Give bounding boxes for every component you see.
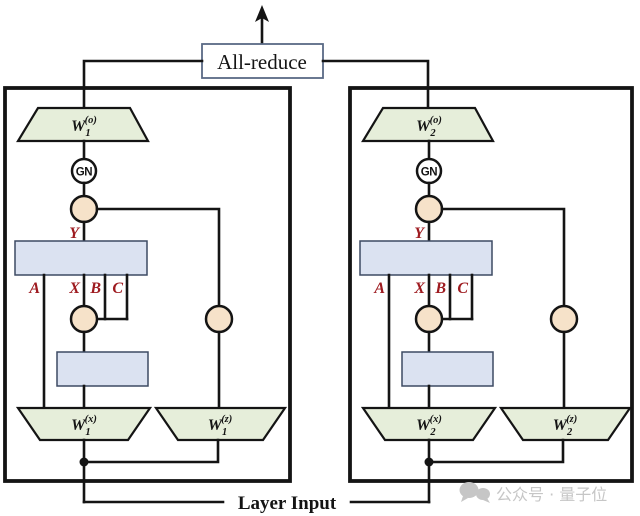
gpu1-op-circle-mid [69,304,99,334]
watermark-text: 公众号 · 量子位 [496,485,607,504]
gpu1-a-label: A [28,280,40,297]
layer-input-label: Layer Input [238,493,337,514]
gpu1-w-z-trapezoid [153,406,288,442]
gpu2-w-x-label: W2(x) [416,414,442,438]
gpu2-border [348,86,634,483]
gpu2-c-label: C [457,280,468,297]
gpu2-w-out-label: W2(o) [416,115,442,139]
gpu1-w-out-label: W1(o) [71,115,97,139]
gpu1-gn-label: GN [76,167,93,179]
gpu2-y-label: Y [414,225,425,242]
gpu1-input-split-line [82,438,220,464]
gpu1-y-label: Y [69,225,80,242]
gpu2-op-circle-mid [414,304,444,334]
gpu1-small-block [56,351,149,387]
up-arrow-icon [255,5,269,22]
gpu2-b-label: B [434,280,446,297]
watermark: 公众号 · 量子位 [459,482,607,504]
gpu1-w-x-label: W1(x) [71,414,97,438]
gpu2-w-out-trapezoid [361,106,495,143]
allreduce-link-gpu1 [82,59,204,109]
gpu1-border [3,86,292,483]
gpu2-w-x-trapezoid [360,406,498,442]
gpu2-gn-label: GN [421,167,438,179]
gpu2-input-split-line [427,438,565,464]
all-reduce-label: All-reduce [217,50,307,74]
gpu2-x-label: X [413,280,425,297]
gpu1-activation-block [14,240,148,276]
gpu2-z-branch-line [440,207,566,308]
gpu1-w-z-label: W1(z) [208,414,233,438]
gpu1-w-out-trapezoid [16,106,150,143]
gpu1-block: W1(o) GN Y A X B C W1(x) W1(z) [3,86,292,504]
gpu1-op-circle-top [69,194,99,224]
gpu2-op-circle-top [414,194,444,224]
gpu1-c-label: C [112,280,123,297]
gpu1-op-circle-z [204,304,234,334]
gpu2-a-label: A [373,280,385,297]
layer-input-section: Layer Input [82,493,431,514]
wechat-icon [459,482,490,503]
gpu2-small-block [401,351,494,387]
allreduce-link-gpu2 [321,59,430,109]
all-reduce-section: All-reduce [82,5,430,109]
gpu2-activation-block [359,240,493,276]
gpu2-w-z-label: W2(z) [553,414,578,438]
gpu1-x-label: X [68,280,80,297]
gpu2-op-circle-z [549,304,579,334]
gpu1-z-branch-line [95,207,221,308]
gpu2-block: W2(o) GN Y A X B C W2(x) W2(z) [348,86,634,504]
gpu2-w-z-trapezoid [498,406,633,442]
gpu1-w-x-trapezoid [15,406,153,442]
gpu1-b-label: B [89,280,101,297]
